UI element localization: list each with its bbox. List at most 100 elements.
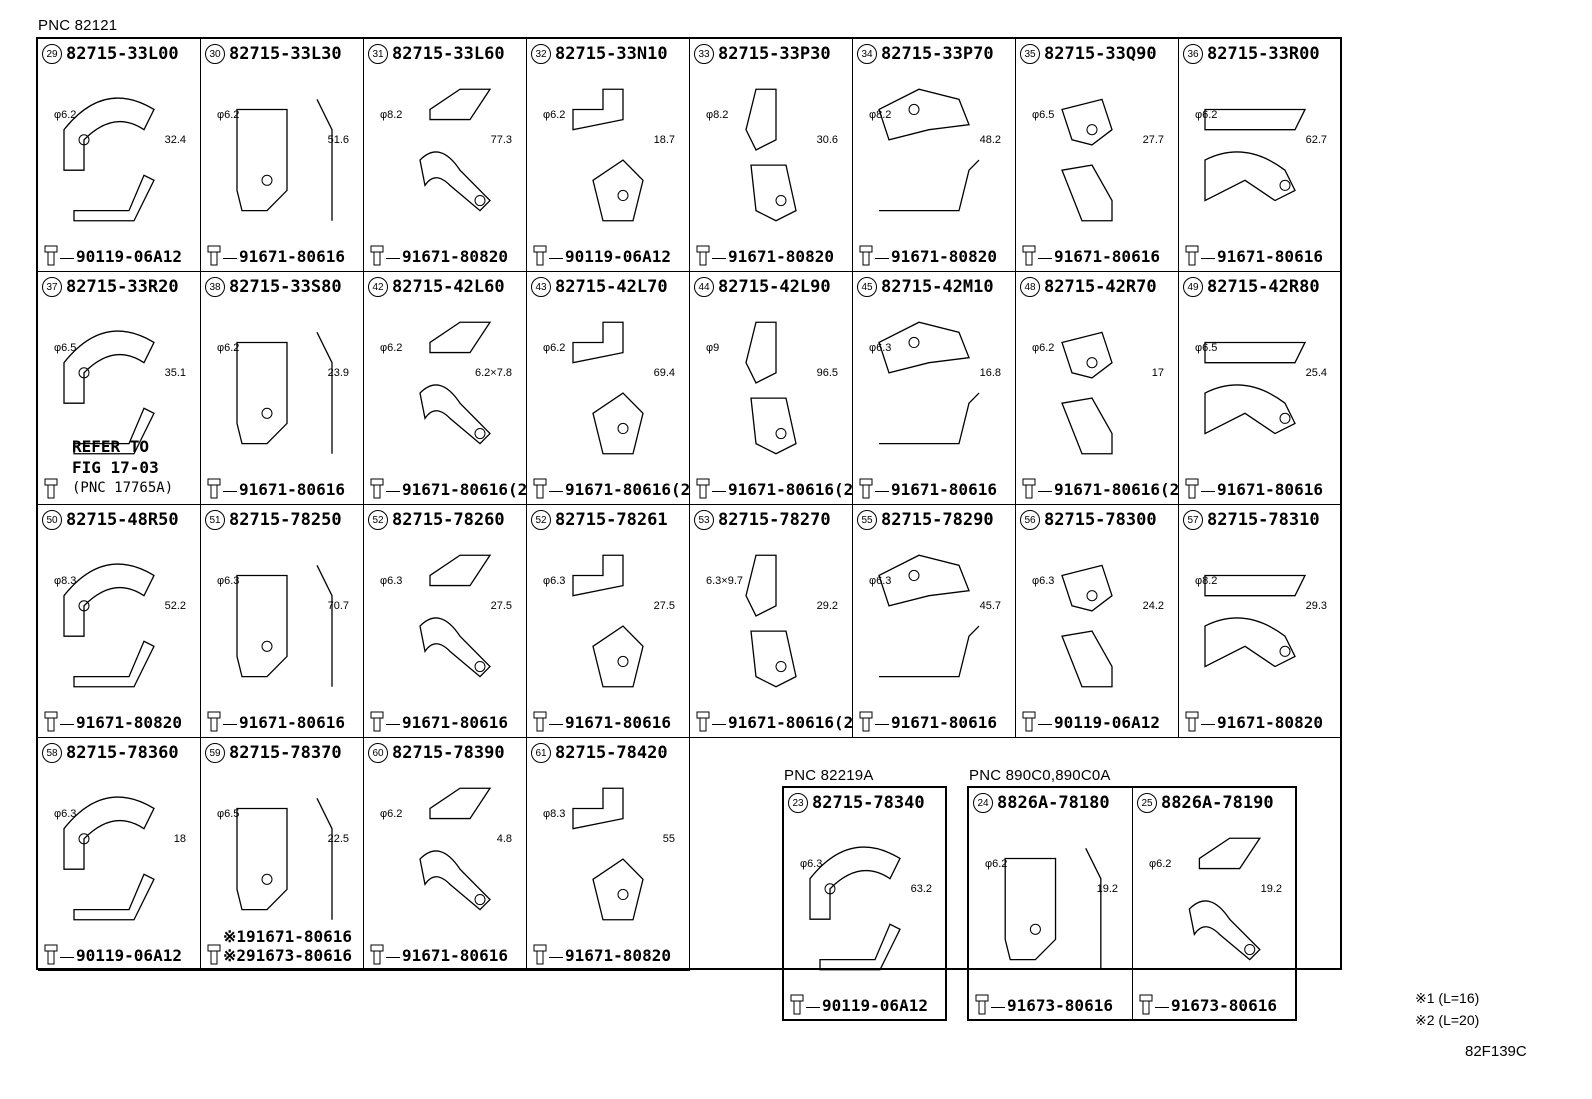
bracket-drawing [696,535,846,707]
hole-label: φ6.2 [217,109,240,121]
bolt-number: 90119-06A12 [76,946,182,965]
hole-label: φ6.3 [1032,575,1055,587]
bolt-icon [1022,245,1036,266]
callout-number: 36 [1183,44,1203,64]
part-header: 45 82715-42M10 [857,277,994,297]
bolt-part: 91671-80616(2) [533,477,690,499]
bracket-drawing [975,818,1126,990]
bracket-drawing [207,302,357,474]
dimension-label: 55 [662,833,675,845]
callout-number: 52 [368,510,388,530]
bolt-part: 91671-80820 [533,943,671,965]
dimension-label: 27.5 [490,600,512,612]
bolt-number: 91671-80616 [402,946,508,965]
sub1-parts-grid: 23 82715-78340 63.2 φ6.3 90119-06A12 [782,786,947,1021]
bolt-part: 91671-80820 [1185,710,1323,732]
dimension-label: 4.8 [496,833,512,845]
part-header: 33 82715-33P30 [694,44,831,64]
part-header: 55 82715-78290 [857,510,994,530]
part-number: 82715-42R80 [1207,277,1320,297]
part-header: 32 82715-33N10 [531,44,668,64]
part-header: 25 8826A-78190 [1137,793,1274,813]
bolt-part: 91673-80616 [1139,993,1277,1015]
bolt-part: 91671-80616 [533,710,671,732]
callout-number: 34 [857,44,877,64]
hole-label: φ6.3 [869,575,892,587]
part-cell: 43 82715-42L70 69.4 φ6.2 91671-80616(2) [527,272,690,505]
hole-label: φ6.2 [985,858,1008,870]
dimension-label: 6.2×7.8 [474,367,512,379]
callout-number: 35 [1020,44,1040,64]
part-cell: 52 82715-78260 27.5 φ6.3 91671-80616 [364,505,527,738]
part-number: 82715-33L30 [229,44,342,64]
bolt-part: 91671-80616(2) [696,477,852,499]
hole-label: φ6.2 [543,109,566,121]
bolt-number: 91671-80616 [1217,480,1323,499]
bracket-drawing [1022,302,1172,474]
bolt-number: ※191671-80616 [223,927,352,946]
part-cell: 59 82715-78370 22.5 φ6.5 ※191671-80616 ※… [201,738,364,971]
part-header: 44 82715-42L90 [694,277,831,297]
part-header: 58 82715-78360 [42,743,179,763]
hole-label: φ6.5 [1032,109,1055,121]
bolt-number: 91671-80616(2) [728,713,853,732]
dimension-label: 77.3 [490,134,512,146]
hole-label: φ8.2 [380,109,403,121]
dimension-label: 16.8 [979,367,1001,379]
hole-label: φ8.3 [543,808,566,820]
callout-number: 24 [973,793,993,813]
part-cell: 38 82715-33S80 23.9 φ6.2 91671-80616 [201,272,364,505]
callout-number: 58 [42,743,62,763]
dimension-label: 23.9 [327,367,349,379]
part-cell: 31 82715-33L60 77.3 φ8.2 91671-80820 [364,39,527,272]
part-header: 52 82715-78260 [368,510,505,530]
part-cell: 60 82715-78390 4.8 φ6.2 91671-80616 [364,738,527,971]
part-number: 82715-33P30 [718,44,831,64]
part-number: 82715-78310 [1207,510,1320,530]
hole-label: φ8.3 [54,575,77,587]
hole-label: φ6.5 [217,808,240,820]
callout-number: 30 [205,44,225,64]
bracket-drawing [207,69,357,241]
callout-number: 37 [42,277,62,297]
bolt-part: 91673-80616 [975,993,1113,1015]
bolt-icon [533,245,547,266]
sub2-parts-grid: 24 8826A-78180 19.2 φ6.2 91673-80616 25 … [967,786,1297,1021]
bolt-icon [370,711,384,732]
part-header: 53 82715-78270 [694,510,831,530]
bolt-number: 91671-80616 [565,713,671,732]
callout-number: 44 [694,277,714,297]
callout-number: 50 [42,510,62,530]
bolt-number: 91671-80616 [1054,247,1160,266]
part-number: 8826A-78190 [1161,793,1274,813]
bolt-part: 91671-80616 [1022,244,1160,266]
callout-number: 23 [788,793,808,813]
part-number: 82715-78370 [229,743,342,763]
part-number: 82715-33Q90 [1044,44,1157,64]
part-header: 43 82715-42L70 [531,277,668,297]
bolt-icon [790,994,804,1015]
bolt-number: 91671-80616(2) [565,480,690,499]
part-number: 82715-78390 [392,743,505,763]
dimension-label: 22.5 [327,833,349,845]
part-cell: 36 82715-33R00 62.7 φ6.2 91671-80616 [1179,39,1342,272]
figure-code: 82F139C [1465,1043,1527,1060]
dimension-label: 18 [173,833,186,845]
part-header: 42 82715-42L60 [368,277,505,297]
bolt-part: 91671-80616 [859,710,997,732]
hole-label: φ6.2 [54,109,77,121]
bolt-icon [44,711,58,732]
part-header: 61 82715-78420 [531,743,668,763]
bolt-part: 91671-80616(2) [696,710,853,732]
bracket-drawing [1022,69,1172,241]
bolt-number: 91671-80616 [891,480,997,499]
refer-line-3: (PNC 17765A) [72,480,174,496]
part-header: 52 82715-78261 [531,510,668,530]
dimension-label: 25.4 [1305,367,1327,379]
bolt-part: 91671-80616 [370,943,508,965]
bolt-number: 91671-80616(2) [1054,480,1179,499]
hole-label: φ6.2 [543,342,566,354]
bolt-icon [696,711,710,732]
bolt-number: 91671-80820 [402,247,508,266]
hole-label: φ6.5 [1195,342,1218,354]
